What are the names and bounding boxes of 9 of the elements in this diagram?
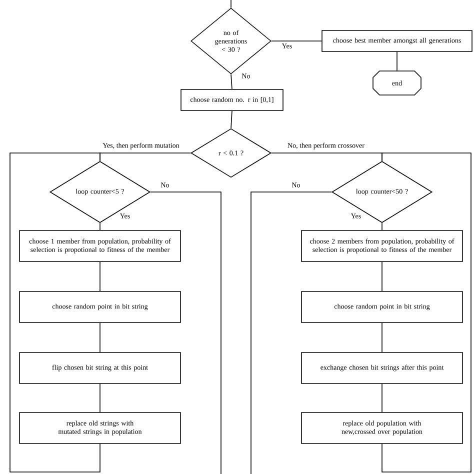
- connector-line: [250, 192, 332, 474]
- connector-line: [230, 74, 232, 90]
- connector-line: [150, 192, 222, 474]
- connector-line: [382, 152, 472, 472]
- connector-line: [230, 110, 232, 129]
- connector-line: [271, 40, 322, 42]
- connector-line: [396, 52, 398, 71]
- connector-line: [230, 0, 232, 8]
- connector-line: [10, 152, 100, 472]
